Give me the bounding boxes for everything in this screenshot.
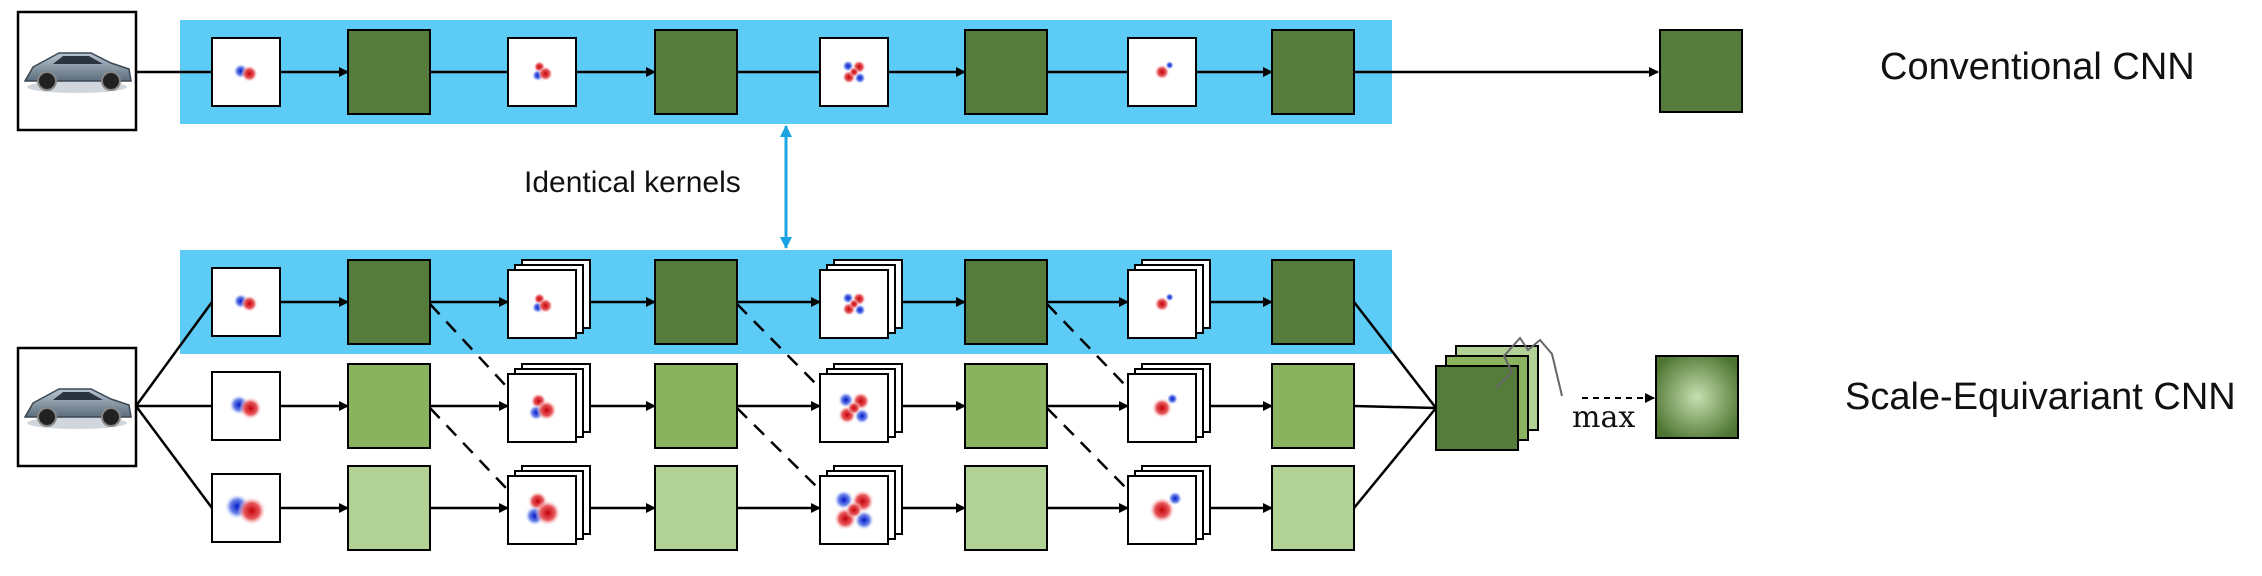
kernel-blob — [240, 295, 258, 313]
scale-feature-map — [964, 363, 1048, 449]
scale-kernel-stack — [507, 259, 591, 339]
scale-feature-map — [964, 259, 1048, 345]
kernel-blob — [1166, 393, 1179, 405]
scale-feature-map — [347, 259, 431, 345]
kernel-blob — [239, 396, 263, 420]
cross-scale-dashed-line — [736, 407, 819, 489]
car-window — [53, 56, 103, 64]
kernel-blob — [537, 66, 554, 82]
input-to-kernel-line — [134, 301, 214, 407]
kernel-blob — [1167, 491, 1183, 506]
scale-brace-icon — [1495, 336, 1563, 397]
kernel-blob — [1165, 292, 1174, 302]
kernel-blob — [240, 65, 258, 83]
scale-kernel-stack — [507, 363, 591, 443]
scale-kernel-stack — [819, 259, 903, 339]
scale-feature-map — [347, 465, 431, 551]
scale-feature-map — [1271, 259, 1355, 345]
car-wheel — [101, 71, 121, 91]
conventional-feature-map — [654, 29, 738, 115]
conventional-input-image — [16, 10, 138, 132]
conventional-kernel — [211, 37, 281, 107]
scale-equivariant-input-image — [16, 346, 138, 468]
scale-feature-map — [654, 363, 738, 449]
first-layer-kernel — [211, 371, 281, 441]
scale-kernel-stack — [1127, 465, 1211, 545]
conventional-feature-map — [964, 29, 1048, 115]
scale-feature-map — [964, 465, 1048, 551]
conventional-kernel — [1127, 37, 1197, 107]
first-layer-kernel — [211, 267, 281, 337]
cross-scale-dashed-line — [1046, 407, 1127, 489]
conventional-kernel — [507, 37, 577, 107]
identical-kernels-label: Identical kernels — [524, 166, 741, 199]
kernel-blob — [848, 66, 860, 78]
scale-feature-map — [1271, 363, 1355, 449]
cross-scale-dashed-line — [429, 407, 507, 489]
cross-scale-dashed-line — [429, 303, 507, 387]
first-layer-kernel — [211, 473, 281, 543]
kernel-blob — [848, 298, 860, 310]
kernel-blob — [536, 399, 557, 421]
scale-feature-map — [1271, 465, 1355, 551]
scale-kernel-stack — [1127, 259, 1211, 339]
car-window — [53, 392, 103, 400]
car-wheel — [101, 407, 121, 427]
kernel-blob — [537, 298, 554, 314]
kernel-frame — [211, 267, 281, 337]
kernel-blob — [847, 401, 861, 415]
scale-kernel-stack — [1127, 363, 1211, 443]
input-to-kernel-line — [134, 405, 214, 509]
kernel-blob — [1148, 496, 1176, 524]
merge-line — [1353, 301, 1437, 409]
scale-equivariant-cnn-title: Scale-Equivariant CNN — [1845, 376, 2236, 418]
max-pool-label: max — [1572, 400, 1636, 435]
car-wheel — [37, 71, 57, 91]
scale-kernel-stack — [819, 363, 903, 443]
conventional-cnn-title: Conventional CNN — [1880, 46, 2195, 88]
scale-feature-map — [654, 465, 738, 551]
merge-line — [1353, 407, 1437, 509]
scale-kernel-stack — [819, 465, 903, 545]
kernel-blob — [1154, 64, 1170, 80]
cross-scale-dashed-line — [1046, 303, 1127, 387]
conventional-feature-map — [347, 29, 431, 115]
kernel-blob — [1165, 60, 1174, 70]
kernel-blob — [1154, 296, 1170, 312]
scale-feature-map — [654, 259, 738, 345]
kernel-blob — [845, 501, 863, 519]
car-wheel — [37, 407, 57, 427]
kernel-blob — [534, 499, 561, 526]
scale-kernel-stack — [507, 465, 591, 545]
kernel-blob — [1151, 397, 1173, 419]
conventional-feature-map — [1271, 29, 1355, 115]
pooled-output-map — [1655, 355, 1739, 439]
merge-line — [1353, 404, 1437, 410]
kernel-blob — [237, 496, 267, 526]
cross-scale-dashed-line — [736, 303, 819, 387]
scale-feature-map — [347, 363, 431, 449]
conventional-kernel — [819, 37, 889, 107]
conventional-output-map — [1659, 29, 1743, 113]
